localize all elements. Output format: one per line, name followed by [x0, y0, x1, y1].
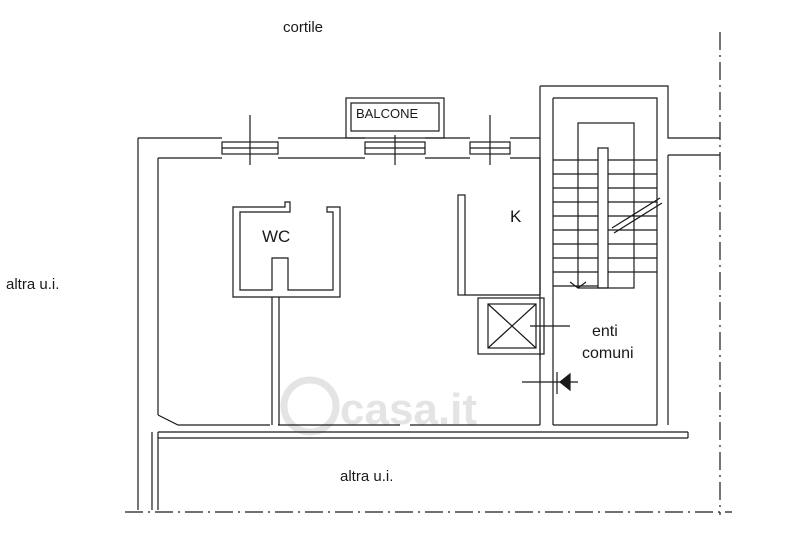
outer-walls — [137, 137, 541, 510]
label-balcony: BALCONE — [356, 106, 418, 121]
kitchen-wall — [457, 194, 540, 296]
label-common-areas-line2: comuni — [582, 345, 634, 362]
label-wc: WC — [262, 227, 290, 246]
label-courtyard: cortile — [283, 19, 323, 36]
wc-walls — [232, 201, 341, 425]
label-common-areas-line1: enti — [592, 323, 618, 340]
elevator — [477, 297, 570, 360]
label-other-unit-left: altra u.i. — [6, 276, 59, 293]
property-boundary — [125, 32, 732, 515]
watermark-text: casa.it — [340, 385, 477, 434]
balcony — [345, 97, 445, 139]
watermark-logo-icon — [280, 376, 340, 436]
watermark: casa.it — [280, 376, 477, 436]
lower-unit-walls — [158, 431, 689, 439]
entrance-door-icon — [522, 372, 578, 394]
stairwell — [539, 85, 720, 426]
label-other-unit-bottom: altra u.i. — [340, 468, 393, 485]
label-kitchen: K — [510, 207, 522, 226]
windows — [221, 115, 511, 165]
stair-treads — [553, 159, 657, 287]
